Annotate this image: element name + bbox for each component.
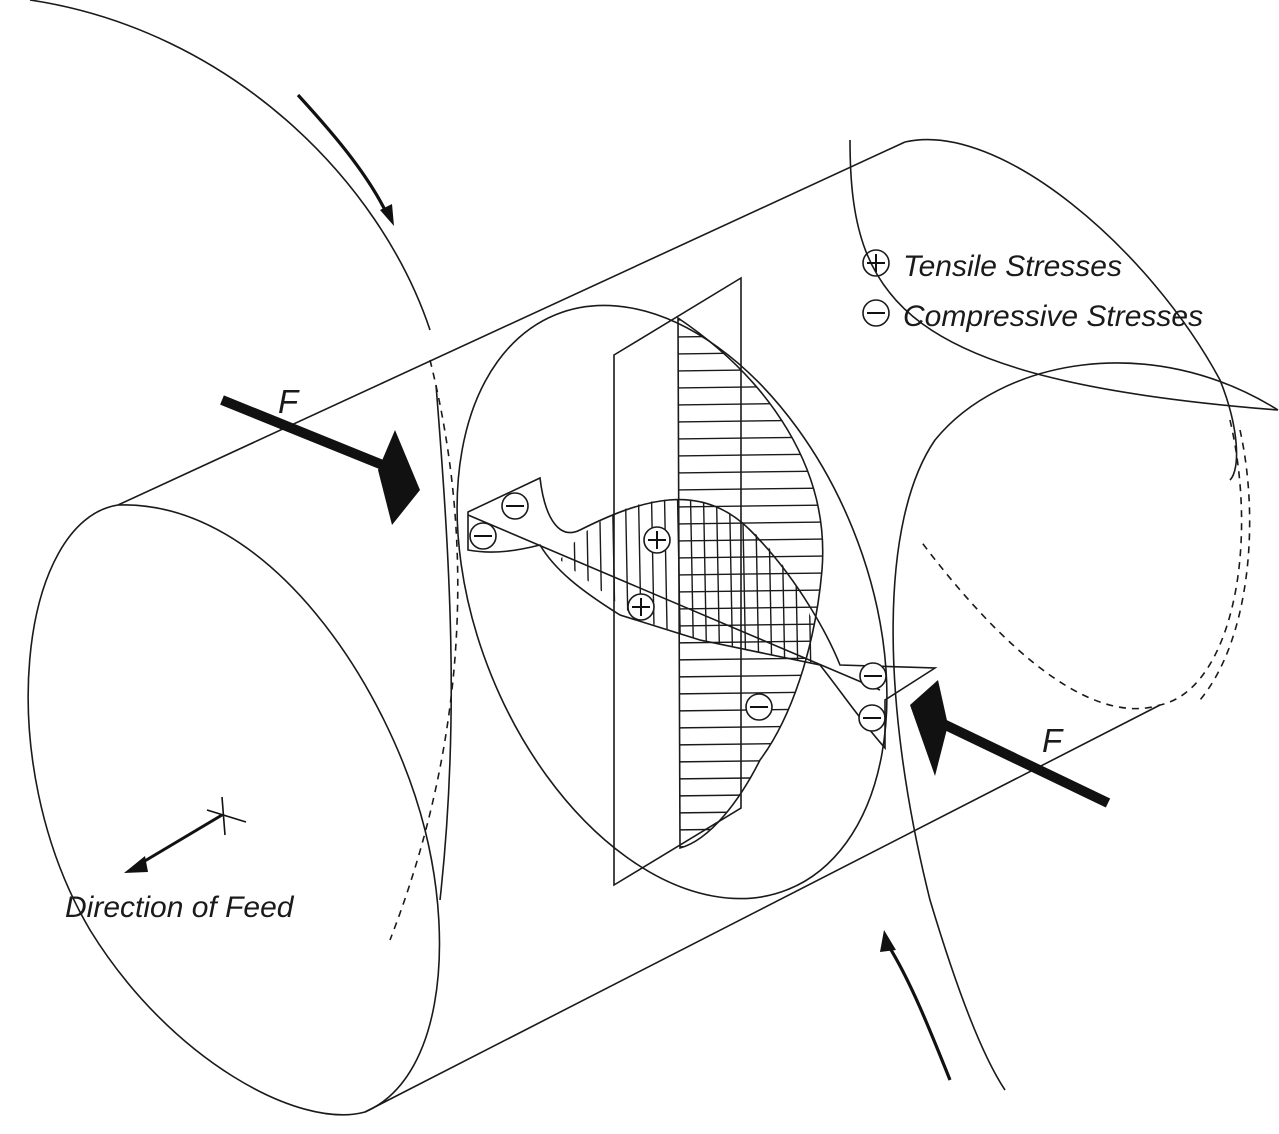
force-label-right: F xyxy=(1042,722,1064,759)
feed-direction-label: Direction of Feed xyxy=(65,891,295,924)
cylinder-front-face xyxy=(27,504,441,1116)
hatch-line xyxy=(678,555,823,559)
hatch-line xyxy=(678,691,823,695)
stress-neutral-axis xyxy=(467,514,881,691)
minus-marker xyxy=(745,693,773,721)
hatch-line xyxy=(560,499,565,665)
hatch-line xyxy=(678,487,823,491)
cylinder-bottom-edge xyxy=(364,704,1161,1113)
force-label-left: F xyxy=(278,383,300,420)
hatch-line xyxy=(678,402,823,406)
hatch-line xyxy=(678,419,823,423)
hatch-line xyxy=(678,538,823,542)
hatch-line xyxy=(678,436,823,440)
hatch-line xyxy=(585,499,591,665)
hatch-line xyxy=(678,759,823,763)
cylinder-top-edge xyxy=(117,141,906,506)
hatch-line xyxy=(678,368,823,372)
hatch-line xyxy=(678,640,823,644)
rotation-arrow-top xyxy=(296,93,394,226)
hatch-line xyxy=(678,793,823,797)
hatch-line xyxy=(678,606,823,610)
section-plane xyxy=(613,276,742,887)
hatch-line xyxy=(767,499,773,665)
cross-section-ellipse xyxy=(456,304,888,900)
legend-plus-icon xyxy=(862,249,890,277)
right-roller-outline xyxy=(849,139,1279,411)
minus-marker xyxy=(859,662,887,690)
hatch-line xyxy=(678,504,823,508)
hatch-line xyxy=(678,521,823,525)
hatch-line xyxy=(663,499,669,665)
hatch-line xyxy=(678,657,823,661)
stress-profile-wave xyxy=(467,476,938,751)
hatch-line xyxy=(637,499,643,665)
cylinder-far-face-hidden xyxy=(919,419,1243,710)
hatch-line xyxy=(572,499,578,665)
legend: Tensile Stresses Compressive Stresses xyxy=(862,249,1203,333)
hatch-line xyxy=(793,499,799,665)
force-arrow-right xyxy=(910,680,1111,808)
upper-roller-hidden-edge xyxy=(389,359,459,941)
hatch-line xyxy=(678,572,823,576)
upper-roller-outline xyxy=(29,0,431,331)
plus-marker xyxy=(643,526,671,554)
rotation-arrow-bottom xyxy=(880,930,952,1081)
hatch-line xyxy=(728,499,734,665)
upper-roller-outline-lower xyxy=(435,384,453,901)
hatch-line xyxy=(678,385,823,389)
hatch-line xyxy=(678,470,823,474)
force-arrow-left xyxy=(220,395,420,525)
feed-direction-arrow xyxy=(124,813,223,873)
center-mark xyxy=(206,796,247,836)
stress-hatch-horizontal xyxy=(678,318,823,848)
right-roller-front xyxy=(892,362,1279,1091)
minus-marker xyxy=(501,492,529,520)
hatch-line xyxy=(678,844,823,848)
hatch-line xyxy=(678,810,823,814)
minus-marker xyxy=(469,522,497,550)
hatch-line xyxy=(678,623,823,627)
hatch-line xyxy=(678,318,823,321)
hatch-line xyxy=(678,351,823,355)
stress-hatch-vertical xyxy=(560,499,820,665)
cylinder-far-face xyxy=(904,138,1238,481)
hatch-line xyxy=(678,453,823,457)
hatch-line xyxy=(678,827,823,831)
hatch-line xyxy=(598,499,604,665)
hatch-line xyxy=(678,674,823,678)
hatch-line xyxy=(624,499,630,665)
minus-marker xyxy=(858,704,886,732)
legend-minus-icon xyxy=(862,299,890,327)
hatch-line xyxy=(754,499,760,665)
legend-tensile-label: Tensile Stresses xyxy=(903,250,1122,283)
hatch-line xyxy=(678,725,823,729)
hatch-line xyxy=(678,742,823,746)
legend-compressive-label: Compressive Stresses xyxy=(903,300,1203,333)
stress-profile-vertical xyxy=(677,316,824,850)
hatch-line xyxy=(678,334,823,338)
right-roller-hidden xyxy=(1199,429,1251,701)
plus-marker xyxy=(627,593,655,621)
hatch-line xyxy=(678,589,823,593)
